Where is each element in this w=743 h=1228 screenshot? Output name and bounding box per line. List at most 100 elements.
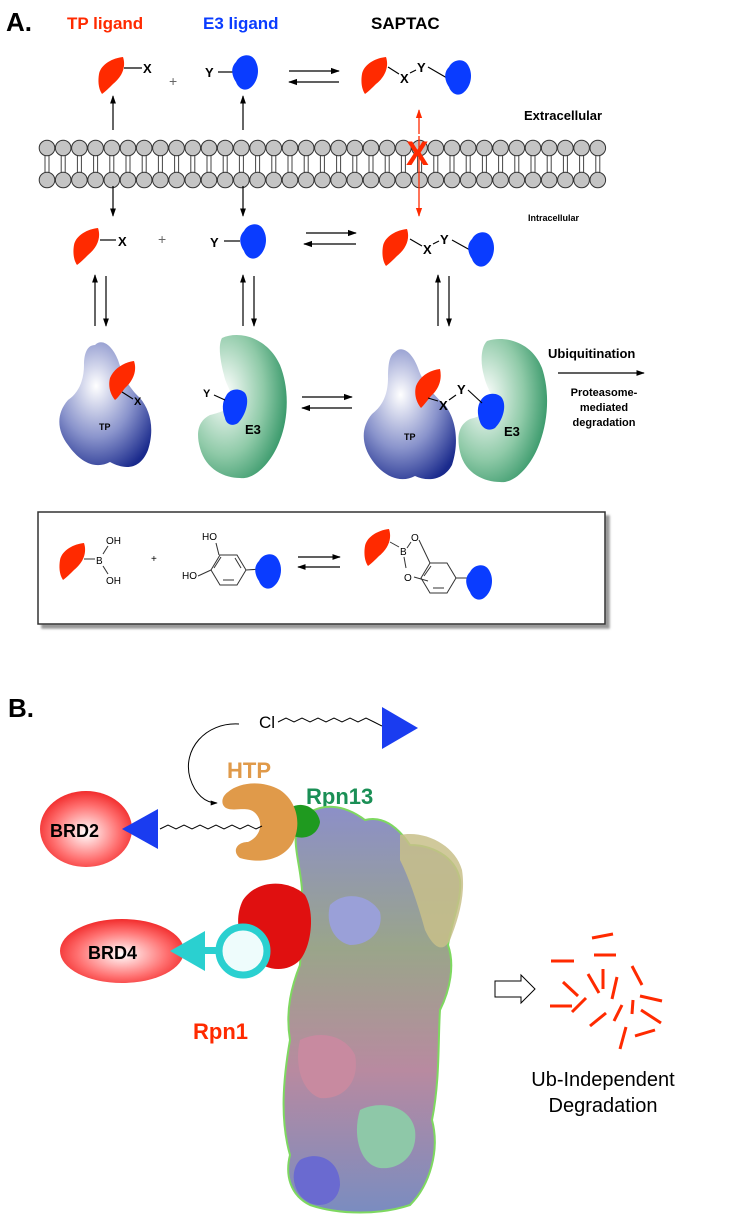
rpn1-label: Rpn1	[193, 1019, 248, 1044]
lipid-head	[330, 139, 347, 157]
degradation-line-3: degradation	[573, 417, 636, 429]
e3-label: E3	[504, 424, 520, 439]
ternary-complex: X Y TP E3	[363, 338, 548, 483]
x-label: X	[134, 396, 142, 408]
lipid-head	[71, 139, 88, 157]
brd2-ligand-triangle-icon	[122, 809, 158, 849]
reaction-curve-arrow	[188, 723, 240, 806]
lipid-head	[492, 139, 509, 157]
ub-independent-line-2: Degradation	[549, 1095, 658, 1117]
oxygen-top: O	[411, 533, 419, 544]
ubiquitination-label: Ubiquitination	[548, 346, 635, 361]
lipid-head	[233, 139, 250, 157]
peptide-fragment	[630, 999, 635, 1015]
x-label: X	[423, 242, 432, 257]
blocked-saptac-arrow: X	[406, 109, 429, 217]
lipid-head	[249, 171, 266, 189]
e3-protein-complex: Y E3	[198, 335, 287, 479]
tp-label: TP	[404, 432, 416, 442]
panel-b-label: B.	[8, 693, 34, 723]
equilibrium-arrows-ternary	[301, 393, 353, 412]
lipid-head	[573, 171, 590, 189]
lipid-head	[265, 171, 283, 189]
chloroalkane-linker	[277, 717, 383, 727]
lipid-head	[362, 171, 380, 189]
lipid-head	[443, 171, 461, 189]
lipid-head	[476, 139, 493, 157]
peptide-fragment	[630, 965, 644, 986]
lipid-head	[297, 139, 315, 157]
tp-protein-shape	[59, 342, 152, 467]
extracellular-tp-ligand: X	[98, 57, 152, 94]
lipid-head	[281, 139, 299, 157]
lipid-head	[54, 139, 72, 157]
bound-e3-ligand	[477, 393, 505, 430]
proteasome-subunit	[400, 834, 464, 948]
peptide-fragment	[586, 973, 601, 994]
block-x-mark: X	[406, 135, 429, 173]
boron-atom: B	[96, 556, 103, 567]
lipid-head	[589, 139, 607, 157]
hydroxyl-top: HO	[202, 532, 217, 543]
lipid-bilayer	[38, 139, 607, 189]
lipid-head	[103, 171, 121, 189]
lipid-head	[200, 139, 218, 157]
lipid-head	[87, 171, 104, 189]
hollow-arrow-icon	[494, 973, 536, 1005]
lipid-head	[346, 139, 364, 157]
lipid-head	[54, 171, 72, 189]
y-label: Y	[203, 388, 211, 400]
lipid-head	[508, 139, 526, 157]
lipid-head	[524, 171, 542, 189]
degradation-line-1: Proteasome-	[571, 387, 638, 399]
lipid-head	[38, 171, 56, 189]
peptide-fragment	[618, 1026, 628, 1050]
peptide-fragment	[591, 932, 614, 940]
y-label: Y	[440, 232, 449, 247]
intracellular-e3-ligand: Y	[210, 224, 266, 259]
proteasome-structure	[238, 804, 464, 1214]
peptide-fragment	[570, 996, 588, 1014]
rpn1-binder-ring-icon	[215, 923, 271, 979]
extracellular-saptac: X Y	[361, 57, 471, 95]
box-frame	[37, 511, 606, 625]
lipid-head	[297, 171, 315, 189]
peptide-fragment	[589, 1011, 607, 1028]
lipid-head	[249, 139, 266, 157]
bound-tp-ligand	[109, 361, 136, 400]
y-label: Y	[457, 382, 466, 397]
ligand-triangle-icon	[382, 707, 418, 749]
bound-e3-ligand	[222, 389, 248, 425]
lipid-head	[216, 139, 234, 157]
intracellular-tp-ligand: X	[73, 228, 127, 265]
equilibrium-arrows-middle	[303, 229, 357, 248]
lipid-head	[395, 171, 412, 189]
proteasome-subunit	[328, 896, 381, 945]
lipid-head	[168, 171, 185, 189]
e3-label: E3	[245, 422, 261, 437]
x-label: X	[400, 71, 409, 86]
hydroxyl-top: OH	[106, 536, 121, 547]
rpn13-label: Rpn13	[306, 784, 373, 809]
y-label: Y	[205, 65, 214, 80]
y-label: Y	[210, 235, 219, 250]
lipid-head	[459, 139, 477, 157]
x-label: X	[118, 234, 127, 249]
lipid-head	[281, 171, 299, 189]
lipid-head	[233, 171, 250, 189]
e3-ligand-header: E3 ligand	[203, 14, 279, 33]
degraded-peptide-fragments	[550, 932, 663, 1050]
peptide-fragment	[561, 980, 580, 998]
lipid-head	[200, 171, 218, 189]
lipid-head	[378, 139, 396, 157]
lipid-head	[216, 171, 234, 189]
brd2-label: BRD2	[50, 821, 99, 841]
tp-protein-shape	[363, 349, 456, 480]
lipid-head	[443, 139, 461, 157]
permeation-arrows	[110, 95, 246, 217]
lipid-head	[330, 171, 347, 189]
peptide-fragment	[639, 994, 663, 1003]
lipid-head	[427, 171, 445, 189]
degradation-line-2: mediated	[580, 402, 628, 414]
